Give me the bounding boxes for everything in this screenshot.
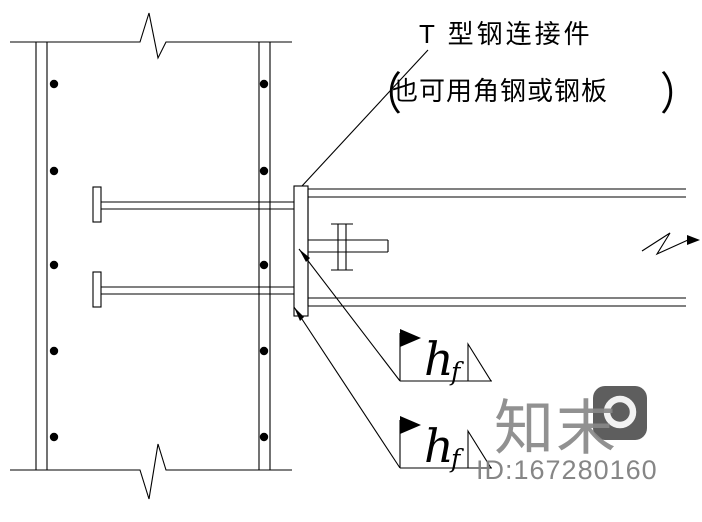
watermark-logo-icon (593, 386, 647, 440)
weld-leg-label-sub: f (449, 444, 464, 473)
rebar-dot (259, 166, 269, 176)
subtitle-label: 也可用角钢或钢板 (392, 76, 609, 106)
title-label: T 型钢连接件 (419, 19, 593, 49)
rebar-dot (49, 79, 59, 89)
subtitle-open-paren: （ (362, 70, 402, 120)
fillet-weld-icon (467, 342, 492, 382)
anchor-stud-lower (92, 271, 294, 308)
column (35, 42, 271, 470)
fillet-weld-icon (467, 429, 492, 469)
weld-callout-upper: h f (298, 248, 492, 386)
bolt (331, 223, 353, 271)
weld-leg-label: h (424, 332, 454, 386)
beam-break-mark (641, 232, 700, 256)
field-weld-flag-icon (400, 416, 421, 434)
rebar-dot (259, 346, 269, 356)
title-leader-line (301, 49, 429, 187)
leader-arrowhead (294, 307, 304, 321)
rebar-dots (49, 79, 269, 442)
watermark-brand-text: 知末 (494, 395, 618, 462)
subtitle-close-paren: ） (660, 70, 700, 120)
weld-callout-lower: h f (293, 306, 492, 473)
rebar-dot (49, 432, 59, 442)
weld-leg-label-sub: f (449, 357, 464, 386)
leader-arrowhead (299, 249, 310, 262)
rebar-dot (259, 432, 269, 442)
anchor-stud-upper (92, 186, 294, 223)
rebar-dot (49, 260, 59, 270)
weld-leg-label: h (424, 419, 454, 473)
rebar-dot (49, 346, 59, 356)
watermark-id-text: ID:167280160 (476, 455, 658, 485)
field-weld-flag-icon (400, 329, 421, 347)
break-line-top (10, 12, 292, 60)
break-line-bottom (10, 443, 292, 500)
rebar-dot (259, 79, 269, 89)
beam (307, 188, 686, 307)
rebar-dot (49, 166, 59, 176)
rebar-dot (259, 260, 269, 270)
